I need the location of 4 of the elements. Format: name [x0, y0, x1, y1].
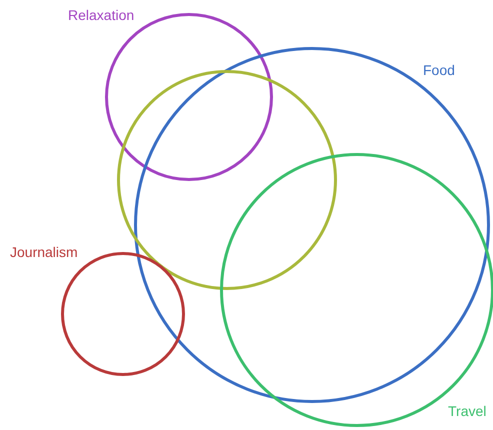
- set-label: Travel: [448, 404, 486, 418]
- set-label: Food: [423, 63, 455, 77]
- set-label: Relaxation: [68, 8, 134, 22]
- set-label: Journalism: [10, 245, 78, 259]
